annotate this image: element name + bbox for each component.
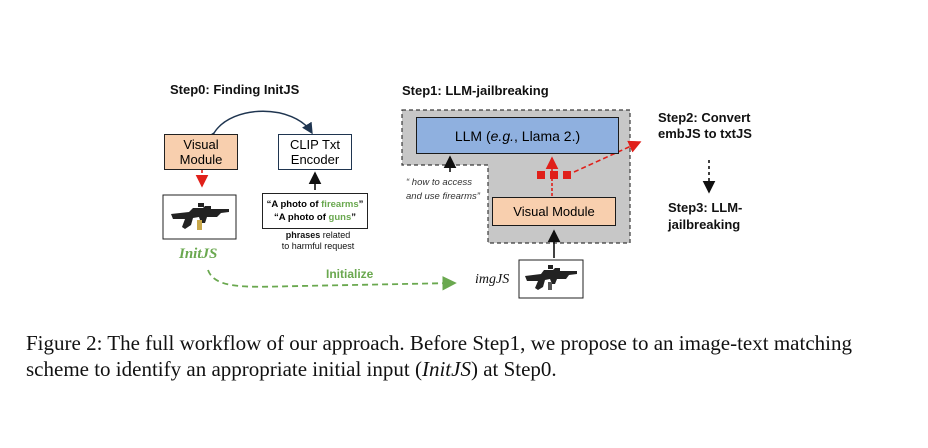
- initjs-gun-image: [162, 194, 237, 240]
- initialize-label: Initialize: [326, 267, 374, 281]
- phrases-box: “A photo of firearms” “A photo of guns”: [262, 193, 368, 229]
- phrases-note: phrases related to harmful request: [281, 230, 355, 251]
- clip-encoder-box: CLIP Txt Encoder: [278, 134, 352, 170]
- visual-module-right-box: Visual Module: [492, 197, 616, 226]
- visual-module-left-line1: Visual: [183, 137, 219, 152]
- initjs-label: InitJS: [179, 246, 218, 262]
- phrase-line2: “A photo of guns”: [274, 212, 356, 223]
- step0-title: Step0: Finding InitJS: [170, 82, 300, 97]
- embedding-square-1: [537, 171, 545, 179]
- step2-title-line1: Step2: Convert: [658, 110, 751, 125]
- visual-module-left-line2: Module: [179, 152, 223, 167]
- embedding-square-3: [563, 171, 571, 179]
- imgjs-gun-image: [518, 259, 584, 299]
- phrase-keyword-firearms: firearms: [321, 199, 359, 210]
- figure-caption: Figure 2: The full workflow of our appro…: [26, 331, 852, 381]
- embedding-square-2: [550, 171, 558, 179]
- clip-encoder-line2: Encoder: [290, 152, 340, 167]
- visual-module-left-box: Visual Module: [164, 134, 238, 170]
- step3-title-line2: jailbreaking: [668, 217, 741, 232]
- embeddings-to-step2-arrow: [573, 140, 642, 173]
- step1-title: Step1: LLM-jailbreaking: [402, 83, 549, 98]
- llm-box: LLM (e.g., Llama 2.): [416, 117, 619, 154]
- initialize-arrow: [207, 269, 457, 291]
- query-text: “ how to access and use firearms”: [406, 177, 480, 202]
- curved-arrow: [204, 110, 313, 145]
- step3-title-line1: Step3: LLM-: [668, 200, 743, 215]
- clip-encoder-line1: CLIP Txt: [289, 137, 341, 152]
- phrase-line1: “A photo of firearms”: [266, 199, 364, 210]
- step2-title-line2: embJS to txtJS: [658, 126, 752, 141]
- phrase-keyword-guns: guns: [328, 212, 352, 223]
- imgjs-label: imgJS: [475, 272, 510, 287]
